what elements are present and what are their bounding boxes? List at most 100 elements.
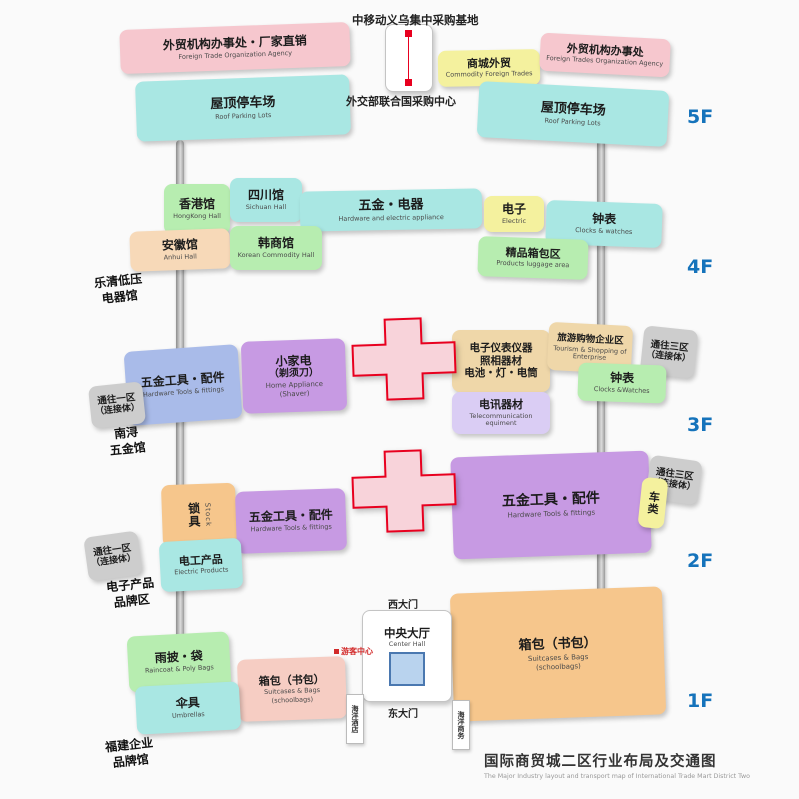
area-roof-parking-left: 屋顶停车场 Roof Parking Lots — [135, 74, 351, 142]
area-label-en: Clocks & watches — [575, 226, 633, 237]
area-label-line1: 电子仪表仪器 — [469, 341, 533, 354]
area-label-en: Sichuan Hall — [245, 203, 287, 212]
center-hall: 中央大厅 Center Hall — [362, 610, 452, 702]
area-hardware-tools-2f-center: 五金工具・配件 Hardware Tools & fittings — [234, 488, 348, 554]
area-label-zh: 箱包（书包） — [518, 635, 597, 654]
map-title-en: The Major Industry layout and transport … — [484, 773, 750, 780]
visitor-center-label: 游客中心 — [341, 647, 373, 656]
area-suitcases-bags-left: 箱包（书包） Suitcases & Bags (schoolbags) — [236, 656, 348, 722]
area-label-en: Home Appliance — [265, 380, 324, 391]
area-label-en2: (schoolbags) — [535, 662, 581, 672]
area-clocks-watches-3f: 钟表 Clocks &Watches — [577, 362, 667, 404]
side-label-electronic-brand: 电子产品 品牌区 — [105, 575, 155, 610]
annotation-un-procurement-center: 外交部联合国采购中心 — [346, 95, 456, 108]
marker-dot-top — [405, 30, 412, 37]
area-label-en: Raincoat & Poly Bags — [144, 663, 214, 675]
banner-label: 海洋商务 — [457, 711, 465, 739]
floor-label-4f: 4F — [687, 256, 714, 278]
banner-ocean-business: 海洋商务 — [452, 700, 470, 750]
area-hongkong-hall: 香港馆 HongKong Hall — [164, 184, 230, 234]
map-title: 国际商贸城二区行业布局及交通图 The Major Industry layou… — [484, 750, 750, 780]
area-label-en: Umbrellas — [171, 710, 205, 720]
area-label-zh2: （剃须刀） — [268, 367, 320, 381]
area-products-luggage: 精品箱包区 Products luggage area — [477, 236, 589, 280]
area-anhui-hall: 安徽馆 Anhui Hall — [129, 228, 231, 272]
area-label-line2: 照相器材 — [480, 354, 522, 367]
area-label-en: Roof Parking Lots — [215, 110, 272, 121]
area-label-zh: 四川馆 — [247, 188, 284, 203]
floor-label-1f: 1F — [687, 690, 714, 712]
marker-dot-bottom — [405, 79, 412, 86]
area-label-zh: 香港馆 — [178, 197, 215, 212]
area-label-zh: 电子 — [501, 202, 526, 217]
floor-label-5f: 5F — [687, 106, 714, 128]
side-label-nanxun: 南浔 五金馆 — [109, 424, 147, 458]
area-label-en: Foreign Trade Organization Agency — [178, 49, 293, 62]
floor-label-2f: 2F — [687, 550, 714, 572]
area-electric-products: 电工产品 Electric Products — [158, 537, 244, 593]
area-telecommunication-equipment: 电讯器材 Telecommunication equiment — [452, 392, 550, 434]
area-label-en: Products luggage area — [496, 259, 570, 270]
area-label-zh: 小家电 — [275, 352, 312, 369]
atrium-cross-3f — [351, 317, 457, 401]
area-locks: 锁具 Stock — [160, 482, 238, 548]
area-label-en: Foreign Trades Organization Agency — [545, 54, 664, 69]
area-label-zh: 车类 — [645, 490, 661, 516]
area-label-en: Hardware Tools & fittings — [507, 508, 596, 520]
map-title-zh: 国际商贸城二区行业布局及交通图 — [484, 754, 717, 770]
area-hardware-tools-2f-right: 五金工具・配件 Hardware Tools & fittings — [450, 450, 652, 560]
area-label-zh: 商城外贸 — [466, 56, 512, 71]
area-foreign-trade-agency-right: 外贸机构办事处 Foreign Trades Organization Agen… — [539, 32, 671, 78]
area-label-en: Telecommunication equiment — [469, 411, 533, 428]
banner-ocean-hotel: 海洋酒店 — [346, 694, 364, 744]
atrium-cross-2f — [351, 449, 457, 533]
area-label-en: Hardware Tools & fittings — [250, 522, 333, 534]
area-label-en2: (Shaver) — [279, 389, 310, 399]
area-label-zh: 锁具 — [186, 501, 202, 529]
area-label-en: Clocks &Watches — [593, 385, 650, 396]
area-label-en: Commodity Foreign Trades — [445, 69, 533, 80]
center-hall-square — [389, 651, 425, 686]
connector-to-district1-2f: 通往一区 （连接体） — [83, 530, 143, 582]
area-sichuan-hall: 四川馆 Sichuan Hall — [230, 178, 302, 222]
area-label-en2: (schoolbags) — [271, 694, 314, 705]
area-suitcases-bags-right: 箱包（书包） Suitcases & Bags (schoolbags) — [449, 586, 667, 722]
annotation-mobile-procurement-base: 中移动义乌集中采购基地 — [352, 13, 479, 27]
area-korean-commodity-hall: 韩商馆 Korean Commodity Hall — [230, 226, 322, 270]
area-label-zh: 安徽馆 — [161, 237, 199, 254]
area-label-zh: 中央大厅 — [384, 626, 430, 641]
area-label-en: Anhui Hall — [163, 252, 197, 262]
banner-label: 海洋酒店 — [351, 705, 359, 733]
area-label-zh: 五金工具・配件 — [501, 490, 601, 510]
area-umbrellas: 伞具 Umbrellas — [134, 681, 242, 735]
area-instruments-camera-battery: 电子仪表仪器 照相器材 电池・灯・电筒 — [452, 330, 550, 392]
area-label-zh: 五金・电器 — [358, 197, 424, 214]
marker-line — [408, 33, 409, 81]
visitor-center-marker: 游客中心 — [334, 646, 373, 657]
area-label-zh: 韩商馆 — [257, 236, 294, 251]
area-vehicles: 车类 — [637, 476, 669, 530]
visitor-center-dot-icon — [334, 649, 339, 654]
area-label-zh: 伞具 — [175, 695, 201, 712]
area-label-en: Roof Parking Lots — [544, 116, 601, 128]
area-label-en: HongKong Hall — [173, 212, 221, 221]
area-label-en: Stock — [203, 502, 213, 528]
area-label-zh: 钟表 — [591, 212, 617, 227]
area-hardware-electric-appliance: 五金・电器 Hardware and electric appliance — [299, 188, 483, 232]
area-electric: 电子 Electric — [484, 196, 544, 232]
area-label-en: Electric Products — [174, 566, 229, 577]
connector-to-district1-3f: 通往一区 （连接体） — [87, 381, 147, 429]
area-label-line3: 电池・灯・电筒 — [464, 367, 538, 380]
area-home-appliance-shaver: 小家电 （剃须刀） Home Appliance (Shaver) — [240, 338, 348, 414]
label-east-gate: 东大门 — [388, 709, 418, 720]
area-label-en: Hardware and electric appliance — [338, 212, 444, 223]
area-label-zh: 电讯器材 — [479, 398, 523, 412]
area-label-zh: 钟表 — [609, 371, 635, 386]
label-west-gate: 西大门 — [388, 600, 418, 611]
area-roof-parking-right: 屋顶停车场 Roof Parking Lots — [476, 81, 670, 147]
area-foreign-trade-agency-left: 外贸机构办事处・厂家直销 Foreign Trade Organization … — [119, 21, 351, 75]
area-label-en: Tourism & Shopping of Enterprise — [553, 343, 627, 363]
escalator-shaft-right — [597, 140, 605, 688]
area-label-en: Korean Commodity Hall — [237, 251, 315, 260]
